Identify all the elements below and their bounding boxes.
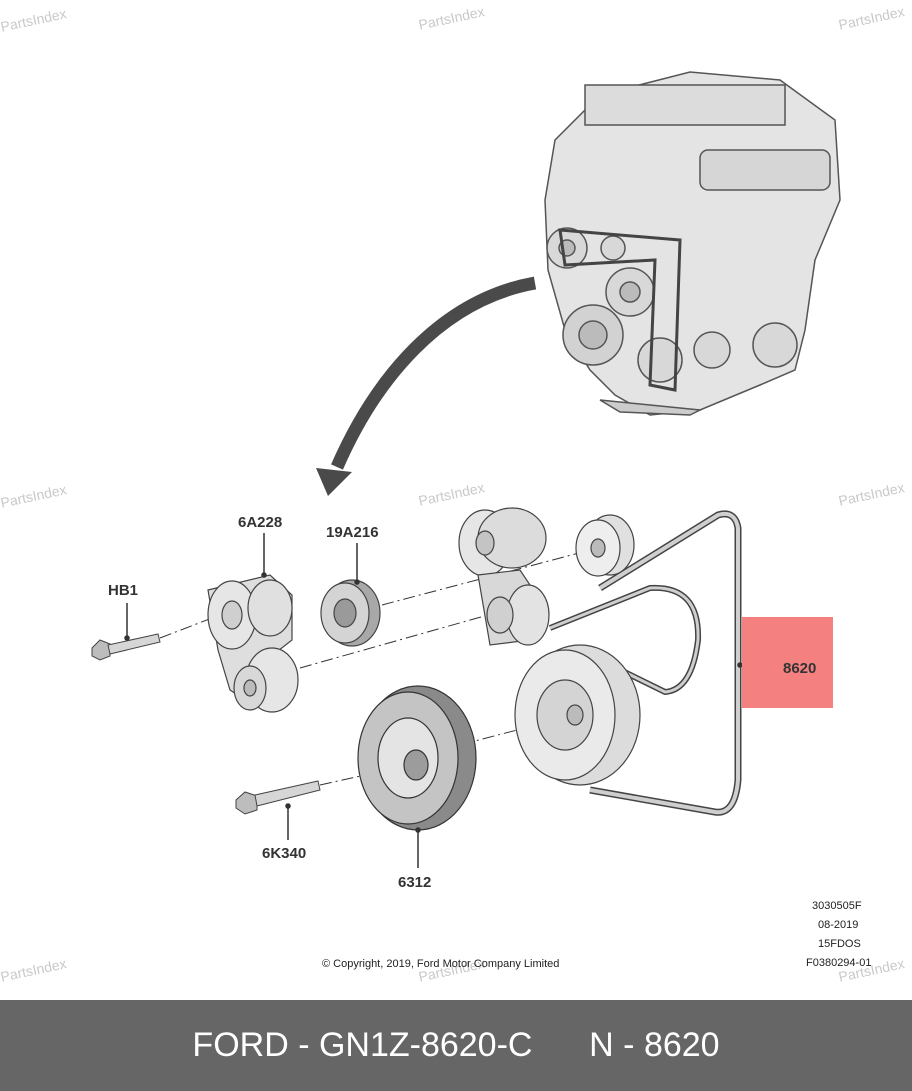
alternator-bracket xyxy=(458,507,550,646)
callout-6a228[interactable]: 6A228 xyxy=(238,514,283,531)
diagram-code: 3030505F xyxy=(812,900,862,912)
part-highlight[interactable] xyxy=(742,617,833,708)
callout-8620[interactable]: 8620 xyxy=(783,660,817,677)
engine-code: 15FDOS xyxy=(818,938,861,950)
diagram-date: 08-2019 xyxy=(818,919,859,931)
footer-spacer xyxy=(532,1026,589,1065)
belt-drive-diagram xyxy=(91,71,841,868)
footer-bar: FORD - GN1Z-8620-C N - 8620 xyxy=(0,1000,912,1091)
footer-part-number: FORD - GN1Z-8620-C xyxy=(192,1026,533,1064)
callout-19a216[interactable]: 19A216 xyxy=(326,524,379,541)
curved-arrow xyxy=(331,276,537,470)
callout-hb1[interactable]: HB1 xyxy=(108,582,139,599)
callout-6312[interactable]: 6312 xyxy=(398,874,432,891)
figure-number: F0380294-01 xyxy=(806,957,872,969)
large-pulley xyxy=(514,644,641,786)
footer-reference: N - 8620 xyxy=(589,1026,720,1064)
tensioner-6a228 xyxy=(207,574,299,713)
arrow-head xyxy=(316,468,352,496)
damper-6312 xyxy=(357,685,477,831)
drive-belt xyxy=(548,510,742,816)
bolt-6k340 xyxy=(235,780,321,815)
callout-6k340[interactable]: 6K340 xyxy=(262,845,307,862)
copyright-notice: © Copyright, 2019, Ford Motor Company Li… xyxy=(322,958,560,970)
engine-illustration xyxy=(544,71,841,416)
bolt-hb1 xyxy=(91,633,161,661)
grooved-pulley xyxy=(575,514,635,577)
idler-19a216 xyxy=(320,579,381,647)
